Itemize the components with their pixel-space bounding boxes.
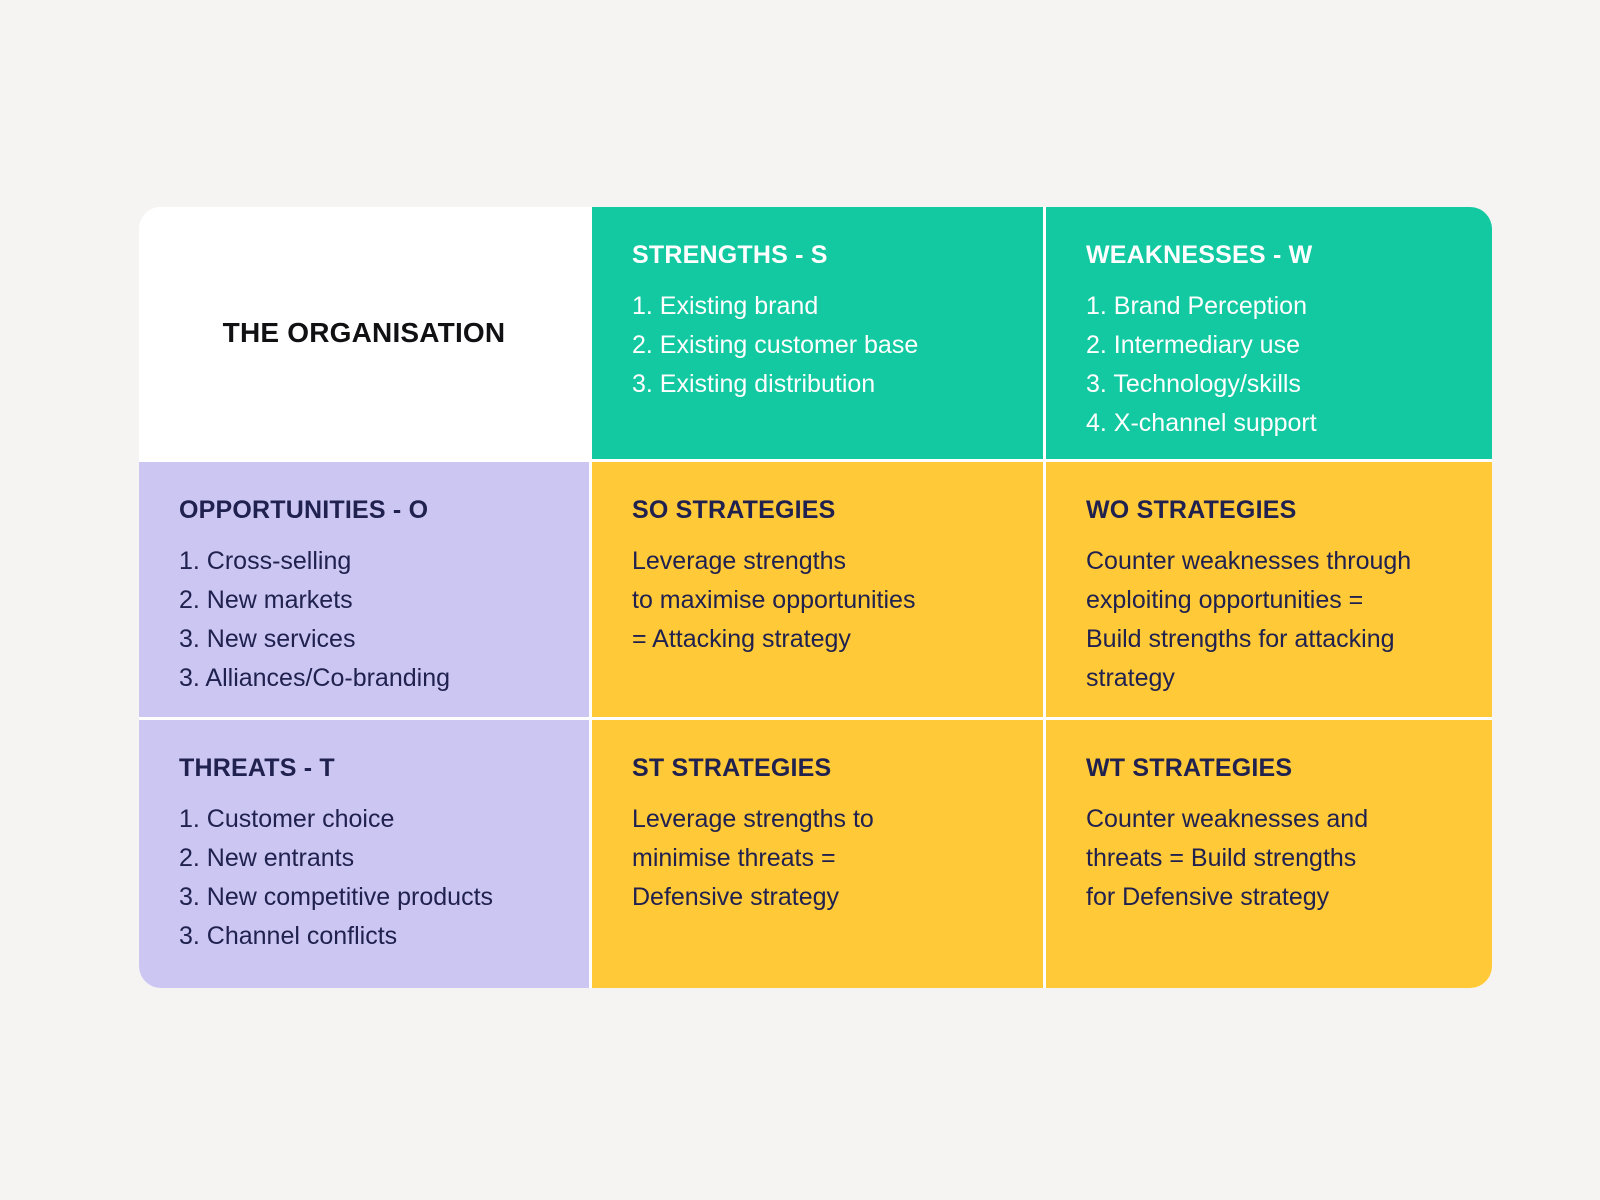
st-strategies-text: Leverage strengths to xyxy=(632,805,874,833)
opportunities-item: 1. Cross-selling xyxy=(179,547,352,575)
wo-strategies-text: Build strengths for attacking xyxy=(1086,625,1395,653)
strengths-item: 1. Existing brand xyxy=(632,292,819,320)
wt-strategies-heading: WT STRATEGIES xyxy=(1086,754,1293,782)
opportunities-item: 3. Alliances/Co-branding xyxy=(179,664,450,692)
weaknesses-item: 2. Intermediary use xyxy=(1086,331,1300,359)
threats-item: 3. New competitive products xyxy=(179,883,494,911)
wt-strategies-text: threats = Build strengths xyxy=(1086,844,1357,872)
swot-matrix-table: THE ORGANISATION STRENGTHS - S 1. Existi… xyxy=(139,207,1492,988)
wo-strategies-heading: WO STRATEGIES xyxy=(1086,496,1297,524)
weaknesses-heading: WEAKNESSES - W xyxy=(1086,241,1313,269)
cell-so-strategies: SO STRATEGIES Leverage strengths to maxi… xyxy=(592,462,1043,717)
so-strategies-text: Leverage strengths xyxy=(632,547,847,575)
st-strategies-heading: ST STRATEGIES xyxy=(632,754,832,782)
opportunities-item: 2. New markets xyxy=(179,586,353,614)
strengths-item: 3. Existing distribution xyxy=(632,370,876,398)
cell-wo-strategies: WO STRATEGIES Counter weaknesses through… xyxy=(1046,462,1492,717)
threats-heading: THREATS - T xyxy=(179,754,335,782)
st-strategies-text: Defensive strategy xyxy=(632,883,840,911)
strengths-item: 2. Existing customer base xyxy=(632,331,919,359)
cell-opportunities: OPPORTUNITIES - O 1. Cross-selling 2. Ne… xyxy=(139,462,589,717)
wo-strategies-text: strategy xyxy=(1086,664,1175,692)
cell-threats: THREATS - T 1. Customer choice 2. New en… xyxy=(139,720,589,988)
threats-item: 1. Customer choice xyxy=(179,805,395,833)
table-title: THE ORGANISATION xyxy=(222,317,506,348)
cell-weaknesses: WEAKNESSES - W 1. Brand Perception 2. In… xyxy=(1046,207,1492,459)
so-strategies-heading: SO STRATEGIES xyxy=(632,496,836,524)
wt-strategies-text: for Defensive strategy xyxy=(1086,883,1330,911)
wt-strategies-text: Counter weaknesses and xyxy=(1086,805,1369,833)
weaknesses-item: 3. Technology/skills xyxy=(1086,370,1301,398)
cell-wt-strategies: WT STRATEGIES Counter weaknesses and thr… xyxy=(1046,720,1492,988)
cell-st-strategies: ST STRATEGIES Leverage strengths to mini… xyxy=(592,720,1043,988)
cell-the-organisation: THE ORGANISATION xyxy=(139,207,589,459)
so-strategies-text: to maximise opportunities xyxy=(632,586,916,614)
weaknesses-item: 1. Brand Perception xyxy=(1086,292,1307,320)
threats-item: 3. Channel conflicts xyxy=(179,922,398,950)
strengths-heading: STRENGTHS - S xyxy=(632,241,828,269)
wo-strategies-text: Counter weaknesses through xyxy=(1086,547,1412,575)
so-strategies-text: = Attacking strategy xyxy=(632,625,851,653)
opportunities-heading: OPPORTUNITIES - O xyxy=(179,496,429,524)
opportunities-item: 3. New services xyxy=(179,625,356,653)
weaknesses-item: 4. X-channel support xyxy=(1086,409,1317,437)
cell-strengths: STRENGTHS - S 1. Existing brand 2. Exist… xyxy=(592,207,1043,459)
st-strategies-text: minimise threats = xyxy=(632,844,836,872)
threats-item: 2. New entrants xyxy=(179,844,355,872)
wo-strategies-text: exploiting opportunities = xyxy=(1086,586,1364,614)
